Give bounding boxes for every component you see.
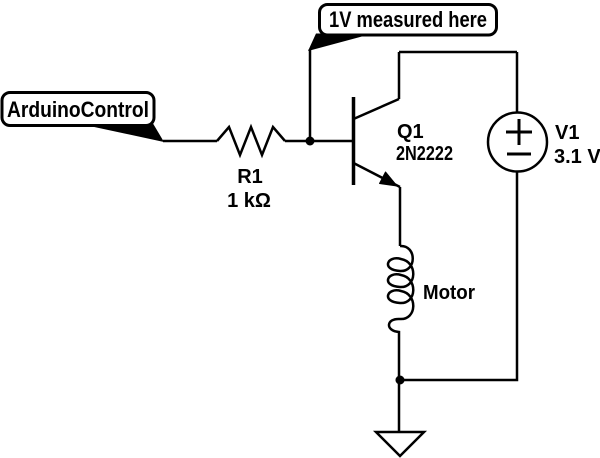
transistor-collector-lead xyxy=(352,97,400,121)
motor-inductor: Motor xyxy=(386,244,475,432)
wire-source-to-ground-rail xyxy=(400,172,519,382)
junction-dot-ground-node xyxy=(395,375,405,385)
ground-triangle-icon xyxy=(372,430,428,458)
resistor-r1: R1 1 kΩ xyxy=(216,123,286,212)
wire-collector-to-source xyxy=(397,50,519,112)
callout-text-arduino: ArduinoControl xyxy=(7,97,149,122)
callout-tail-arduino xyxy=(78,123,164,142)
callout-box-arduino xyxy=(0,91,156,127)
source-ref-label: V1 xyxy=(555,122,579,144)
ground-symbol xyxy=(372,430,428,458)
resistor-value-label: 1 kΩ xyxy=(227,190,271,212)
transistor-ref-label: Q1 xyxy=(397,121,424,143)
resistor-ref-label: R1 xyxy=(237,166,263,188)
callout-measurement: 1V measured here xyxy=(308,3,498,51)
callout-tail-measurement xyxy=(308,33,373,51)
emitter-arrow-icon xyxy=(379,171,398,187)
junction-dot-base-node xyxy=(305,136,315,146)
resistor-zigzag-symbol xyxy=(216,123,286,159)
wires xyxy=(163,49,519,382)
callout-text-measurement: 1V measured here xyxy=(329,7,487,32)
voltage-source-v1: V1 3.1 V xyxy=(486,111,600,173)
source-value-label: 3.1 V xyxy=(554,146,600,168)
plus-icon xyxy=(506,119,532,145)
transistor-part-label: 2N2222 xyxy=(396,143,453,165)
motor-label: Motor xyxy=(423,282,475,304)
callout-arduino-control: ArduinoControl xyxy=(0,91,164,142)
motor-coil-symbol xyxy=(386,244,415,432)
callout-box-measurement xyxy=(318,3,498,37)
transistor-q1: Q1 2N2222 xyxy=(351,97,453,189)
